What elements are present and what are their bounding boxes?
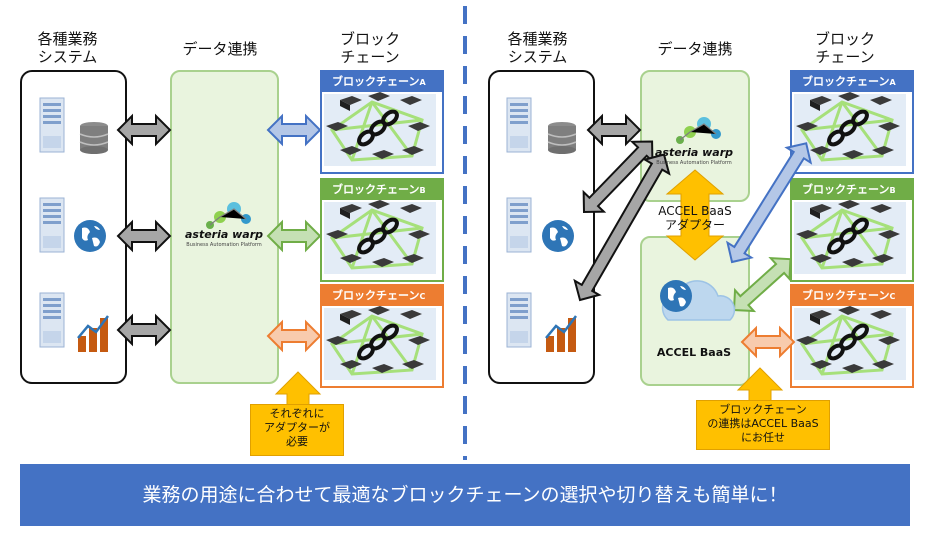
business-systems-box-right [488,70,595,384]
blockchain-label-left: ブロック チェーン [339,30,400,66]
green-double-arrow [732,256,792,313]
orange-double-arrow [740,325,796,359]
blockchain-b-header-right: ブロックチェーンB [792,180,912,200]
gray-double-arrow [582,140,654,214]
asteria-wordmark-right: asteria warp [654,146,734,159]
orange-double-arrow [266,319,322,353]
blockchain-network-icon [322,90,438,168]
blockchain-network-icon [792,304,908,382]
blockchain-c-header-left: ブロックチェーンC [322,286,442,306]
blockchain-c-header-right: ブロックチェーンC [792,286,912,306]
blockchain-network-icon [322,304,438,382]
globe-icon [74,220,106,252]
server-icon [39,292,65,348]
gray-double-arrow [573,153,671,302]
server-icon [39,97,65,153]
systems-label-left: 各種業務 システム [37,30,98,66]
server-icon [506,97,532,153]
green-double-arrow [266,219,322,253]
accel-baas-callout: ブロックチェーン の連携はACCEL BaaS にお任せ [696,400,830,450]
gray-double-arrow [586,113,642,147]
blockchain-network-icon [792,198,908,276]
orange-up-arrow [736,367,784,403]
server-icon [506,292,532,348]
server-icon [506,197,532,253]
gray-double-arrow [116,313,172,347]
data-linkage-label-right: データ連携 [657,40,733,58]
orange-vertical-arrow [665,169,725,261]
asteria-warp-logo [675,116,722,145]
blockchain-label-right: ブロック チェーン [814,30,875,66]
bar-chart-icon [76,314,110,354]
asteria-tagline-left: Business Automation Platform [186,242,262,248]
globe-icon [660,280,692,312]
blue-double-arrow [266,113,322,147]
bar-chart-icon [544,314,578,354]
systems-label-right: 各種業務 システム [507,30,568,66]
blue-double-arrow [726,142,813,264]
blockchain-a-header-left: ブロックチェーンA [322,72,442,92]
blockchain-b-header-left: ブロックチェーンB [322,180,442,200]
accel-baas-label: ACCEL BaaS [656,346,732,359]
summary-banner: 業務の用途に合わせて最適なブロックチェーンの選択や切り替えも簡単に！ [20,464,910,526]
accel-baas-adapter-label: ACCEL BaaS アダプター [658,204,732,232]
blockchain-network-icon [322,198,438,276]
blockchain-network-icon [792,90,908,168]
orange-up-arrow [274,371,322,407]
asteria-wordmark-left: asteria warp [184,228,264,241]
server-icon [39,197,65,253]
database-icon [547,121,577,155]
asteria-warp-logo [205,201,252,230]
adapter-required-callout: それぞれに アダプターが 必要 [250,404,344,456]
blockchain-a-header-right: ブロックチェーンA [792,72,912,92]
gray-double-arrow [116,113,172,147]
gray-double-arrow [116,219,172,253]
asteria-tagline-right: Business Automation Platform [656,160,732,166]
database-icon [79,121,109,155]
globe-icon [542,220,574,252]
data-linkage-label-left: データ連携 [182,40,258,58]
